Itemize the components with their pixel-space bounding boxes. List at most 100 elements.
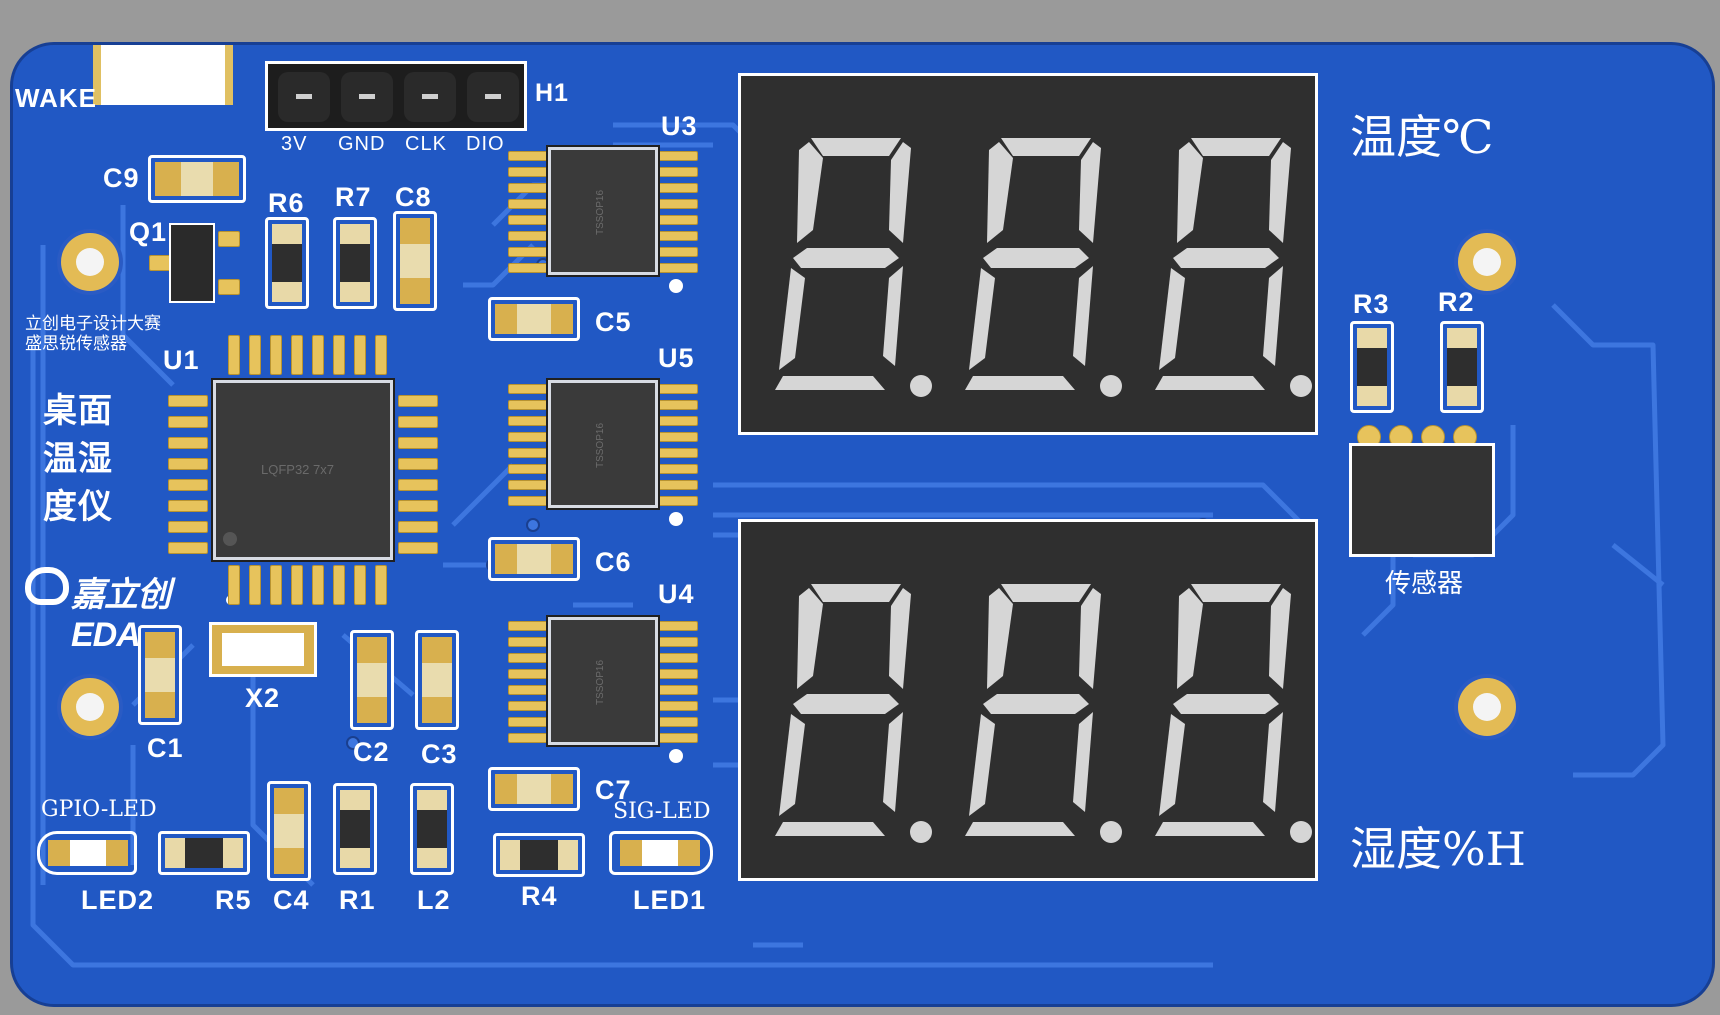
segment — [1079, 588, 1101, 689]
driver-u3[interactable]: TSSOP16 — [503, 145, 703, 293]
capacitor-c2[interactable] — [350, 630, 394, 730]
mcu-pin — [168, 416, 208, 428]
driver-pin — [508, 416, 548, 426]
x2-ref: X2 — [245, 683, 281, 713]
segment — [965, 822, 1075, 836]
mcu-pin — [398, 437, 438, 449]
segment — [1073, 266, 1093, 366]
segment — [965, 376, 1075, 390]
segment — [1155, 822, 1265, 836]
segment — [883, 266, 903, 366]
segment — [889, 142, 911, 243]
led-led2[interactable] — [37, 831, 137, 875]
driver-pin — [658, 167, 698, 177]
display-digit — [1155, 138, 1312, 397]
header-pin-gnd: GND — [338, 133, 386, 155]
u4-package: TSSOP16 — [595, 659, 607, 706]
segment — [1159, 714, 1185, 816]
resistor-r2[interactable] — [1440, 321, 1484, 413]
capacitor-c9[interactable] — [148, 155, 246, 203]
wake-switch[interactable] — [93, 45, 233, 115]
display-digit — [965, 584, 1122, 843]
mcu-pin — [291, 335, 303, 375]
decimal-point — [1100, 375, 1122, 397]
capacitor-c8[interactable] — [393, 211, 437, 311]
driver-pin — [508, 733, 548, 743]
segment — [987, 588, 1013, 689]
driver-pin — [658, 231, 698, 241]
driver-pin — [508, 432, 548, 442]
capacitor-c4[interactable] — [267, 781, 311, 881]
segment — [775, 376, 885, 390]
resistor-r1[interactable] — [333, 783, 377, 875]
driver-pin — [508, 480, 548, 490]
mcu-pin — [168, 479, 208, 491]
transistor-q1[interactable] — [149, 223, 240, 303]
segment — [1191, 584, 1281, 602]
driver-pin — [508, 151, 548, 161]
display-digit — [1155, 584, 1312, 843]
capacitor-c3[interactable] — [415, 630, 459, 730]
resistor-r5[interactable] — [158, 831, 250, 875]
c8-ref: C8 — [395, 182, 432, 212]
mcu-pin — [398, 479, 438, 491]
mounting-hole — [61, 233, 119, 291]
resistor-r3[interactable] — [1350, 321, 1394, 413]
segment — [779, 268, 805, 370]
mcu-pin — [398, 416, 438, 428]
inductor-l2[interactable] — [410, 783, 454, 875]
segment — [775, 822, 885, 836]
segment — [797, 588, 823, 689]
segment — [1073, 712, 1093, 812]
driver-pin — [658, 717, 698, 727]
crystal-x2[interactable] — [209, 622, 317, 677]
u5-ref: U5 — [658, 343, 695, 373]
decimal-point — [910, 821, 932, 843]
sensor-module[interactable] — [1349, 425, 1497, 557]
led-led1[interactable] — [609, 831, 713, 875]
driver-pin — [508, 653, 548, 663]
driver-pin — [658, 621, 698, 631]
sig-led-label: SIG-LED — [613, 799, 711, 824]
resistor-r7[interactable] — [333, 217, 377, 309]
mcu-pin — [168, 395, 208, 407]
segment — [883, 712, 903, 812]
driver-u5[interactable]: TSSOP16 — [503, 378, 703, 526]
decimal-point — [1290, 375, 1312, 397]
segment — [811, 138, 901, 156]
mcu-pin — [312, 335, 324, 375]
brand-text: 嘉立创EDA — [71, 576, 171, 654]
mcu-pin — [333, 335, 345, 375]
driver-pin — [658, 669, 698, 679]
segment — [969, 714, 995, 816]
resistor-r4[interactable] — [493, 833, 585, 877]
header-pin-dio: DIO — [466, 133, 505, 155]
pin-header-h1[interactable] — [265, 61, 527, 131]
mcu-pin — [375, 335, 387, 375]
mcu-pin — [249, 335, 261, 375]
title-line-2: 温湿 — [43, 440, 113, 478]
mcu-pin — [398, 500, 438, 512]
capacitor-c1[interactable] — [138, 625, 182, 725]
capacitor-c6[interactable] — [488, 537, 580, 581]
r3-ref: R3 — [1353, 289, 1390, 319]
driver-pin — [508, 183, 548, 193]
r2-ref: R2 — [1438, 287, 1475, 317]
resistor-r6[interactable] — [265, 217, 309, 309]
r4-ref: R4 — [521, 881, 558, 911]
mounting-hole — [61, 678, 119, 736]
driver-pin — [658, 199, 698, 209]
mcu-pin — [249, 565, 261, 605]
capacitor-c5[interactable] — [488, 297, 580, 341]
segment — [969, 268, 995, 370]
gpio-led-label: GPIO-LED — [41, 797, 157, 822]
mcu-pin — [168, 521, 208, 533]
mcu-u1[interactable]: LQFP32 7x7 — [168, 335, 438, 605]
driver-pin — [658, 733, 698, 743]
capacitor-c7[interactable] — [488, 767, 580, 811]
driver-pin — [508, 621, 548, 631]
driver-u4[interactable]: TSSOP16 — [503, 615, 703, 763]
driver-pin — [658, 653, 698, 663]
driver-pin — [508, 263, 548, 273]
cloud-icon — [25, 567, 69, 605]
